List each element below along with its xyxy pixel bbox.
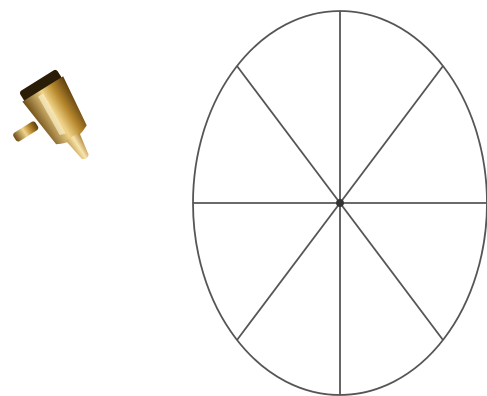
spoke-diagonal-upper-right <box>340 66 443 203</box>
spoke-diagonal-upper-left <box>237 66 340 203</box>
pipette-dropper-icon <box>0 68 107 185</box>
spoke-diagonal-lower-left <box>237 203 340 340</box>
dropper-side-nozzle <box>12 120 39 142</box>
spoke-diagonal-lower-right <box>340 203 443 340</box>
wheel-hub <box>336 199 344 207</box>
